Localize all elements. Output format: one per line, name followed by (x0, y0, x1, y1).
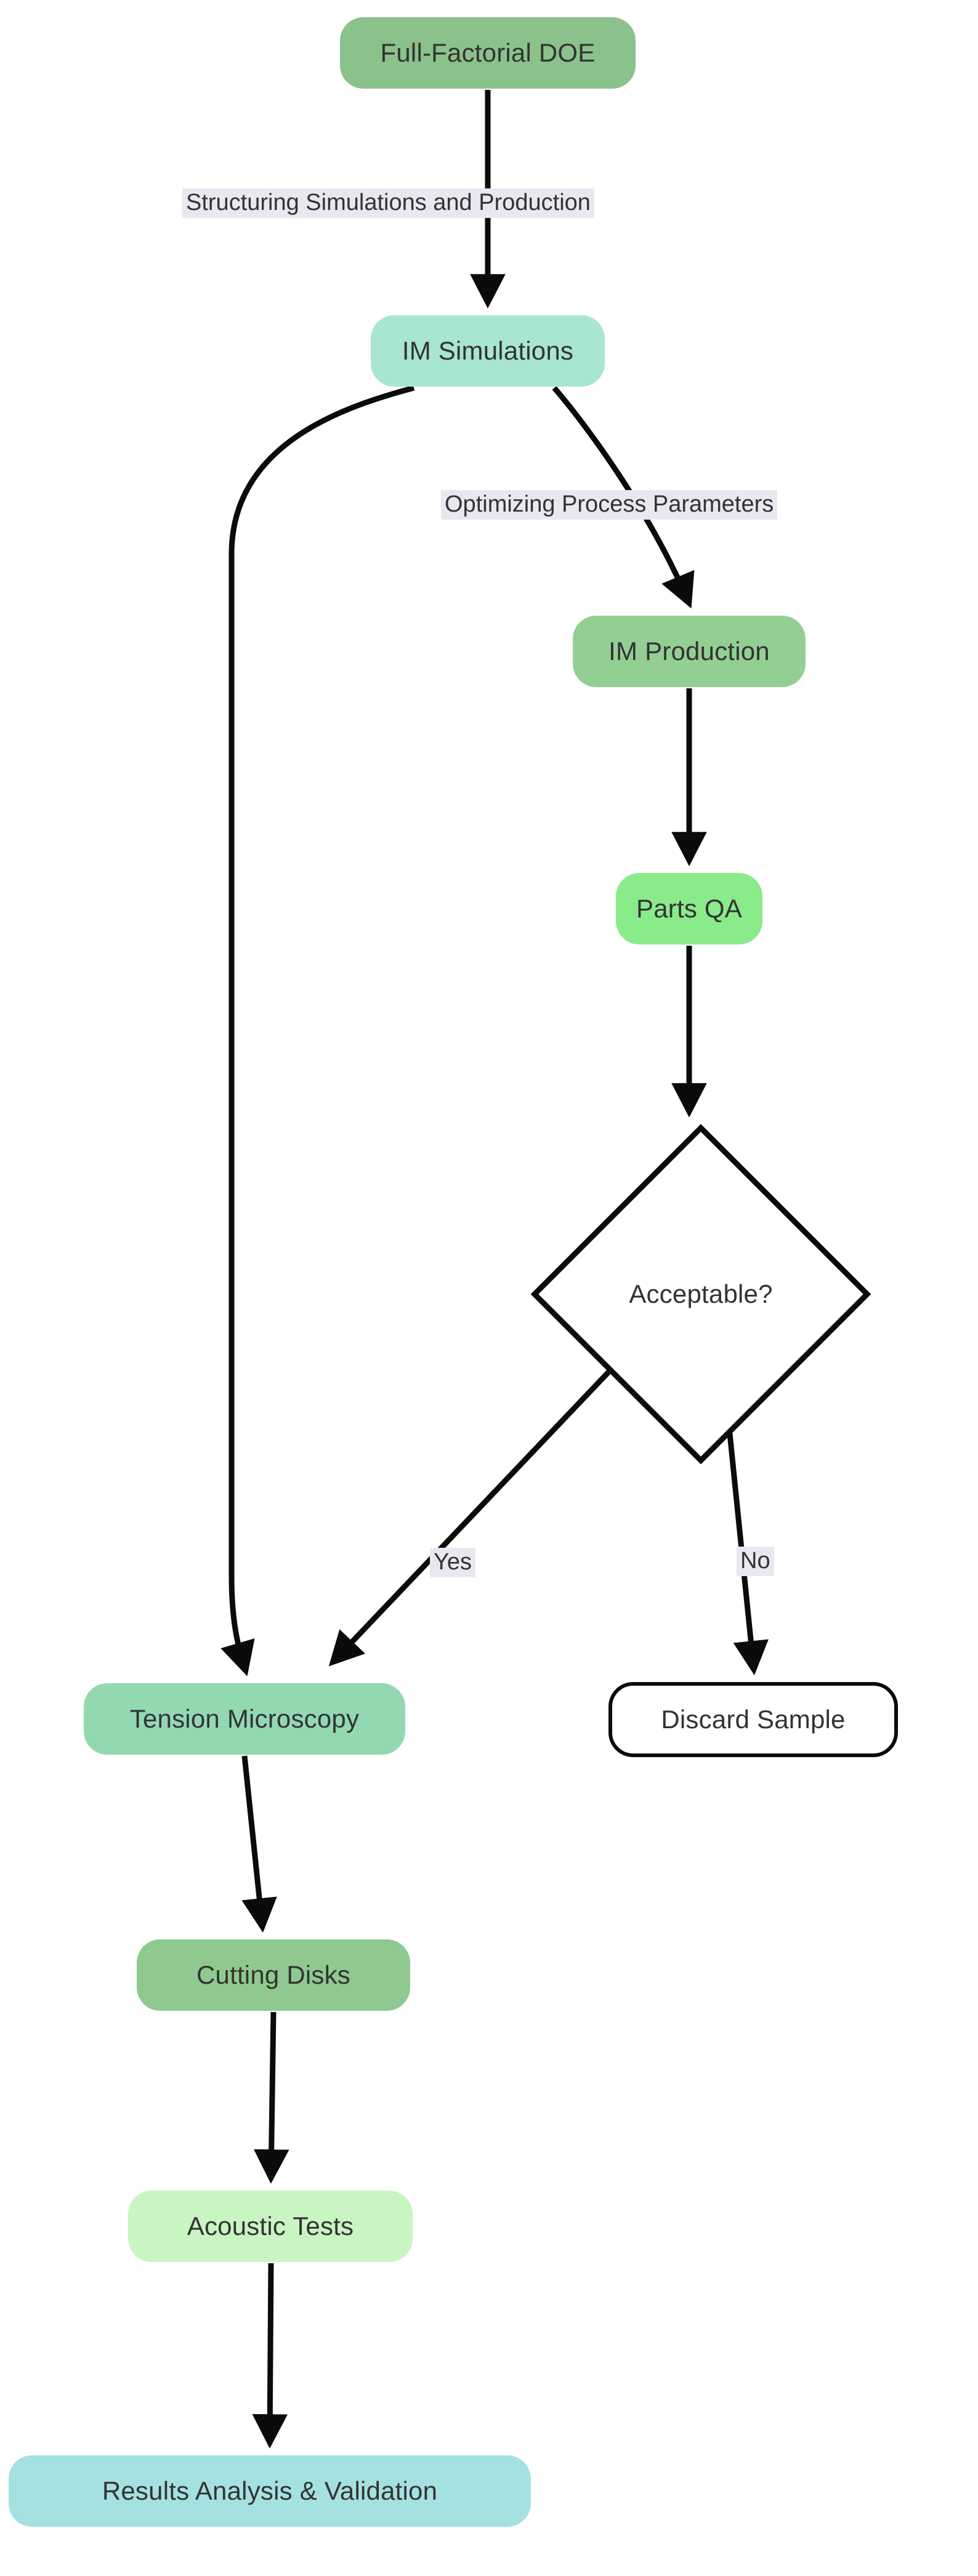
edge-sim-to-tension (220, 385, 415, 1676)
edge-cutting-to-acoustic (253, 2011, 289, 2184)
node-results-analysis-validation[interactable]: Results Analysis & Validation (9, 2455, 531, 2527)
node-label: Full-Factorial DOE (380, 38, 596, 67)
node-full-factorial-doe[interactable]: Full-Factorial DOE (340, 17, 636, 89)
node-discard-sample[interactable]: Discard Sample (608, 1682, 898, 1757)
node-cutting-disks[interactable]: Cutting Disks (137, 1939, 410, 2011)
node-parts-qa[interactable]: Parts QA (616, 873, 762, 944)
node-label: Parts QA (636, 893, 742, 923)
edge-tension-to-cutting (241, 1755, 277, 1933)
node-acceptable-decision[interactable]: Acceptable? (531, 1124, 871, 1464)
edge-decision-yes-to-tension (328, 1362, 618, 1667)
node-label: Discard Sample (661, 1704, 846, 1734)
diamond-shape-icon (531, 1124, 871, 1464)
node-label: Acceptable? (629, 1279, 773, 1308)
node-acoustic-tests[interactable]: Acoustic Tests (128, 2191, 413, 2262)
node-tension-microscopy[interactable]: Tension Microscopy (84, 1683, 405, 1755)
edge-label-yes: Yes (430, 1548, 475, 1577)
edge-decision-no-to-discard (722, 1391, 769, 1675)
edge-label-structuring-simulations-and-production: Structuring Simulations and Production (182, 188, 594, 218)
node-label: Cutting Disks (196, 1960, 350, 1989)
node-label: Results Analysis & Validation (102, 2476, 438, 2505)
edge-sim-to-prod (552, 386, 695, 609)
edge-acoustic-to-results (252, 2263, 288, 2449)
node-im-production[interactable]: IM Production (573, 616, 806, 687)
edge-label-optimizing-process-parameters: Optimizing Process Parameters (441, 490, 778, 520)
edge-label-no: No (737, 1547, 774, 1576)
node-label: Tension Microscopy (129, 1704, 360, 1733)
node-label: IM Simulations (402, 336, 574, 365)
node-label: Acoustic Tests (187, 2211, 354, 2240)
node-im-simulations[interactable]: IM Simulations (371, 315, 605, 387)
node-label: IM Production (608, 636, 770, 666)
